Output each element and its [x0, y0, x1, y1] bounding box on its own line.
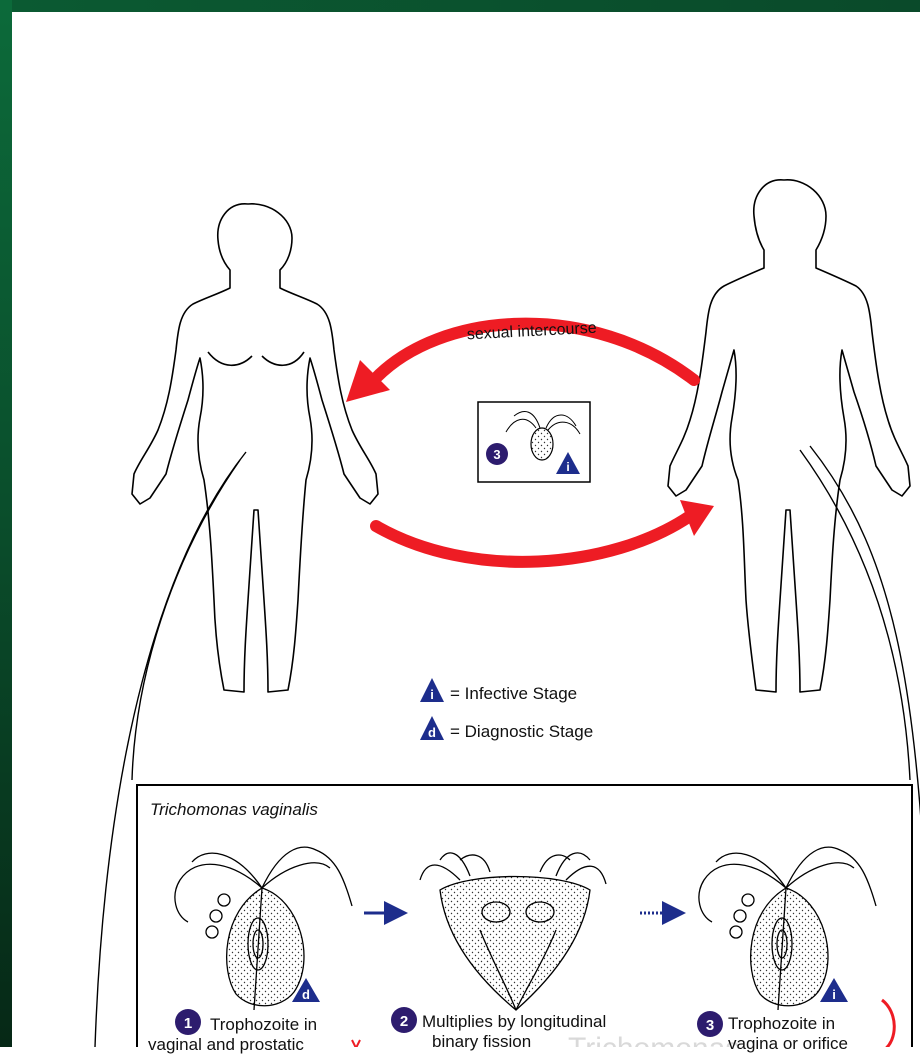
- frame-left-border: [0, 0, 12, 1047]
- stage2-number: 2: [400, 1013, 408, 1030]
- stage3-caption: Trophozoite in vagina or orifice: [728, 1014, 908, 1054]
- male-body-outline: [668, 180, 910, 692]
- stage3-caption-line1: Trophozoite in: [728, 1014, 908, 1034]
- life-cycle-diagram: sexual intercourse 3 i i = Infective Sta…: [12, 12, 920, 1047]
- stage1-diagnostic-symbol: d: [302, 987, 310, 1002]
- stage2-caption-line1: Multiplies by longitudinal: [422, 1012, 682, 1032]
- legend: i = Infective Stage d = Diagnostic Stage: [420, 678, 593, 741]
- stage2-caption-line2: binary fission: [422, 1032, 682, 1052]
- legend-diagnostic-text: = Diagnostic Stage: [450, 722, 593, 741]
- stage3-caption-line2: vagina or orifice: [728, 1034, 908, 1054]
- center-organism-box: 3 i: [478, 402, 590, 482]
- stage3-infective-symbol: i: [832, 987, 836, 1002]
- stage3-number: 3: [706, 1017, 714, 1034]
- stage1-caption: Trophozoite in vaginal and prostatic: [148, 1015, 348, 1055]
- organism-title: Trichomonas vaginalis: [150, 800, 318, 819]
- female-body-outline: [132, 204, 378, 692]
- legend-infective-symbol: i: [430, 687, 434, 702]
- center-stage-number: 3: [493, 447, 500, 462]
- stage2-caption: Multiplies by longitudinal binary fissio…: [422, 1012, 682, 1052]
- center-infective-symbol: i: [566, 460, 569, 474]
- frame-top-border: [0, 0, 920, 12]
- legend-infective-text: = Infective Stage: [450, 684, 577, 703]
- legend-diagnostic-symbol: d: [428, 725, 436, 740]
- stage1-caption-line1: Trophozoite in: [148, 1015, 348, 1035]
- stage1-caption-line2: vaginal and prostatic: [148, 1035, 348, 1055]
